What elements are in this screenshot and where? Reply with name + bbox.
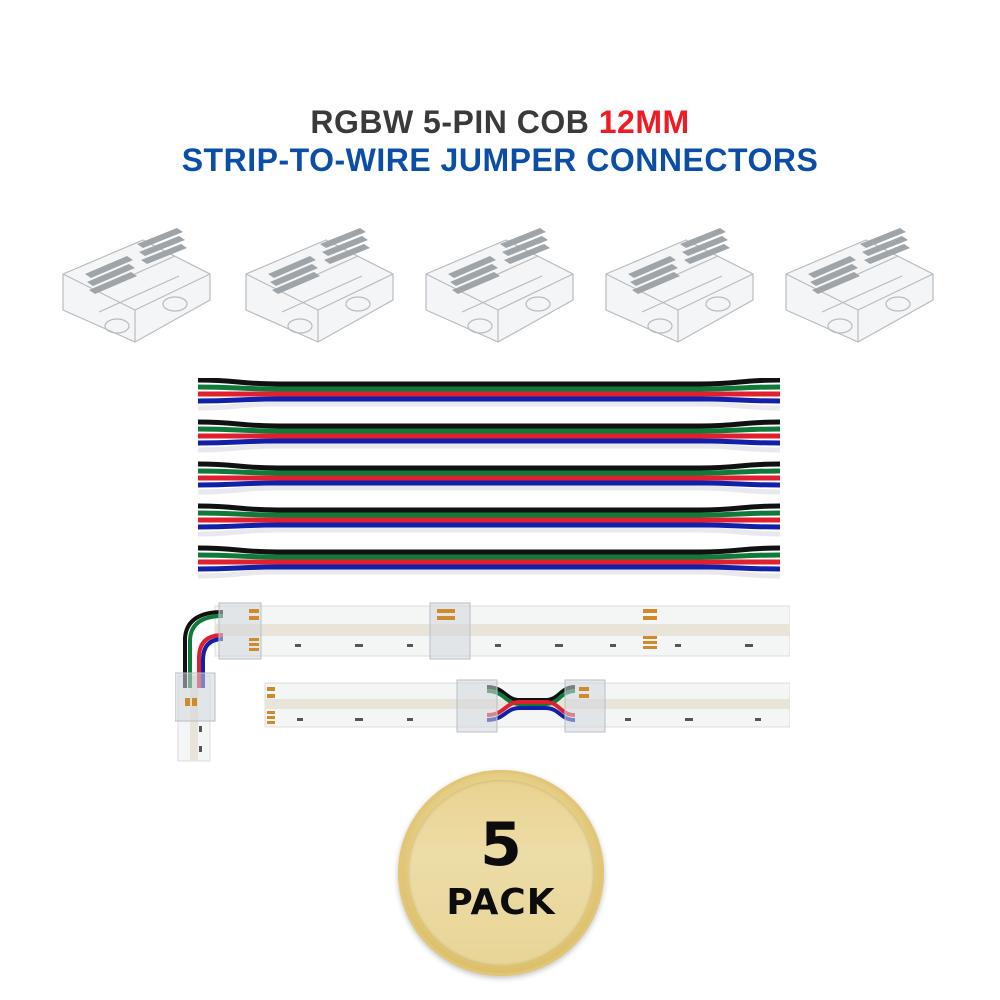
jumper-cables-image	[198, 378, 780, 579]
installation-diagram	[175, 602, 790, 762]
wire-black	[198, 378, 780, 387]
wire-blue	[198, 522, 780, 530]
wire-blue	[198, 564, 780, 572]
wire-green	[198, 426, 780, 434]
pack-count-badge: 5 PACK	[398, 770, 604, 976]
clear-connector-icon	[245, 228, 394, 343]
wire-green	[198, 468, 780, 476]
top-led-strip	[214, 605, 790, 657]
wire-green	[198, 384, 780, 392]
clear-connector-icon	[425, 228, 574, 343]
jumper-cable	[198, 503, 780, 537]
title-line-1: RGBW 5-PIN COB 12MM	[0, 104, 1000, 141]
wire-blue	[198, 480, 780, 488]
wire-blue	[198, 438, 780, 446]
connector-housing	[175, 672, 216, 722]
wire-green	[198, 552, 780, 560]
wire-black	[198, 419, 780, 429]
connector-housing	[564, 679, 606, 733]
jumper-cable	[198, 419, 780, 453]
pack-count-number: 5	[480, 810, 522, 880]
wire-black	[198, 545, 780, 555]
clear-connector-icon	[785, 228, 934, 343]
wire-white	[198, 485, 780, 495]
title-size-accent: 12MM	[598, 104, 690, 140]
clear-connector-icon	[605, 228, 754, 343]
wire-white	[198, 569, 780, 579]
jumper-cable	[198, 545, 780, 579]
jumper-cable	[198, 378, 780, 411]
resistor-marks	[199, 644, 761, 752]
pack-count-label: PACK	[446, 882, 556, 923]
wire-green	[198, 510, 780, 518]
wire-black	[198, 503, 780, 513]
connector-housing	[456, 679, 498, 733]
copper-pads	[185, 609, 657, 724]
clear-connector-icon	[62, 228, 211, 343]
wire-white	[198, 401, 780, 411]
wire-blue	[198, 396, 780, 404]
jumper-cable	[198, 461, 780, 495]
title-product-spec: RGBW 5-PIN COB	[310, 104, 590, 140]
wire-black	[198, 461, 780, 471]
bridge-jumper-wires	[486, 685, 576, 722]
wire-white	[198, 527, 780, 537]
wire-white	[198, 443, 780, 453]
clear-connector-housings	[175, 602, 606, 733]
title-line-2: STRIP-TO-WIRE JUMPER CONNECTORS	[181, 142, 819, 178]
